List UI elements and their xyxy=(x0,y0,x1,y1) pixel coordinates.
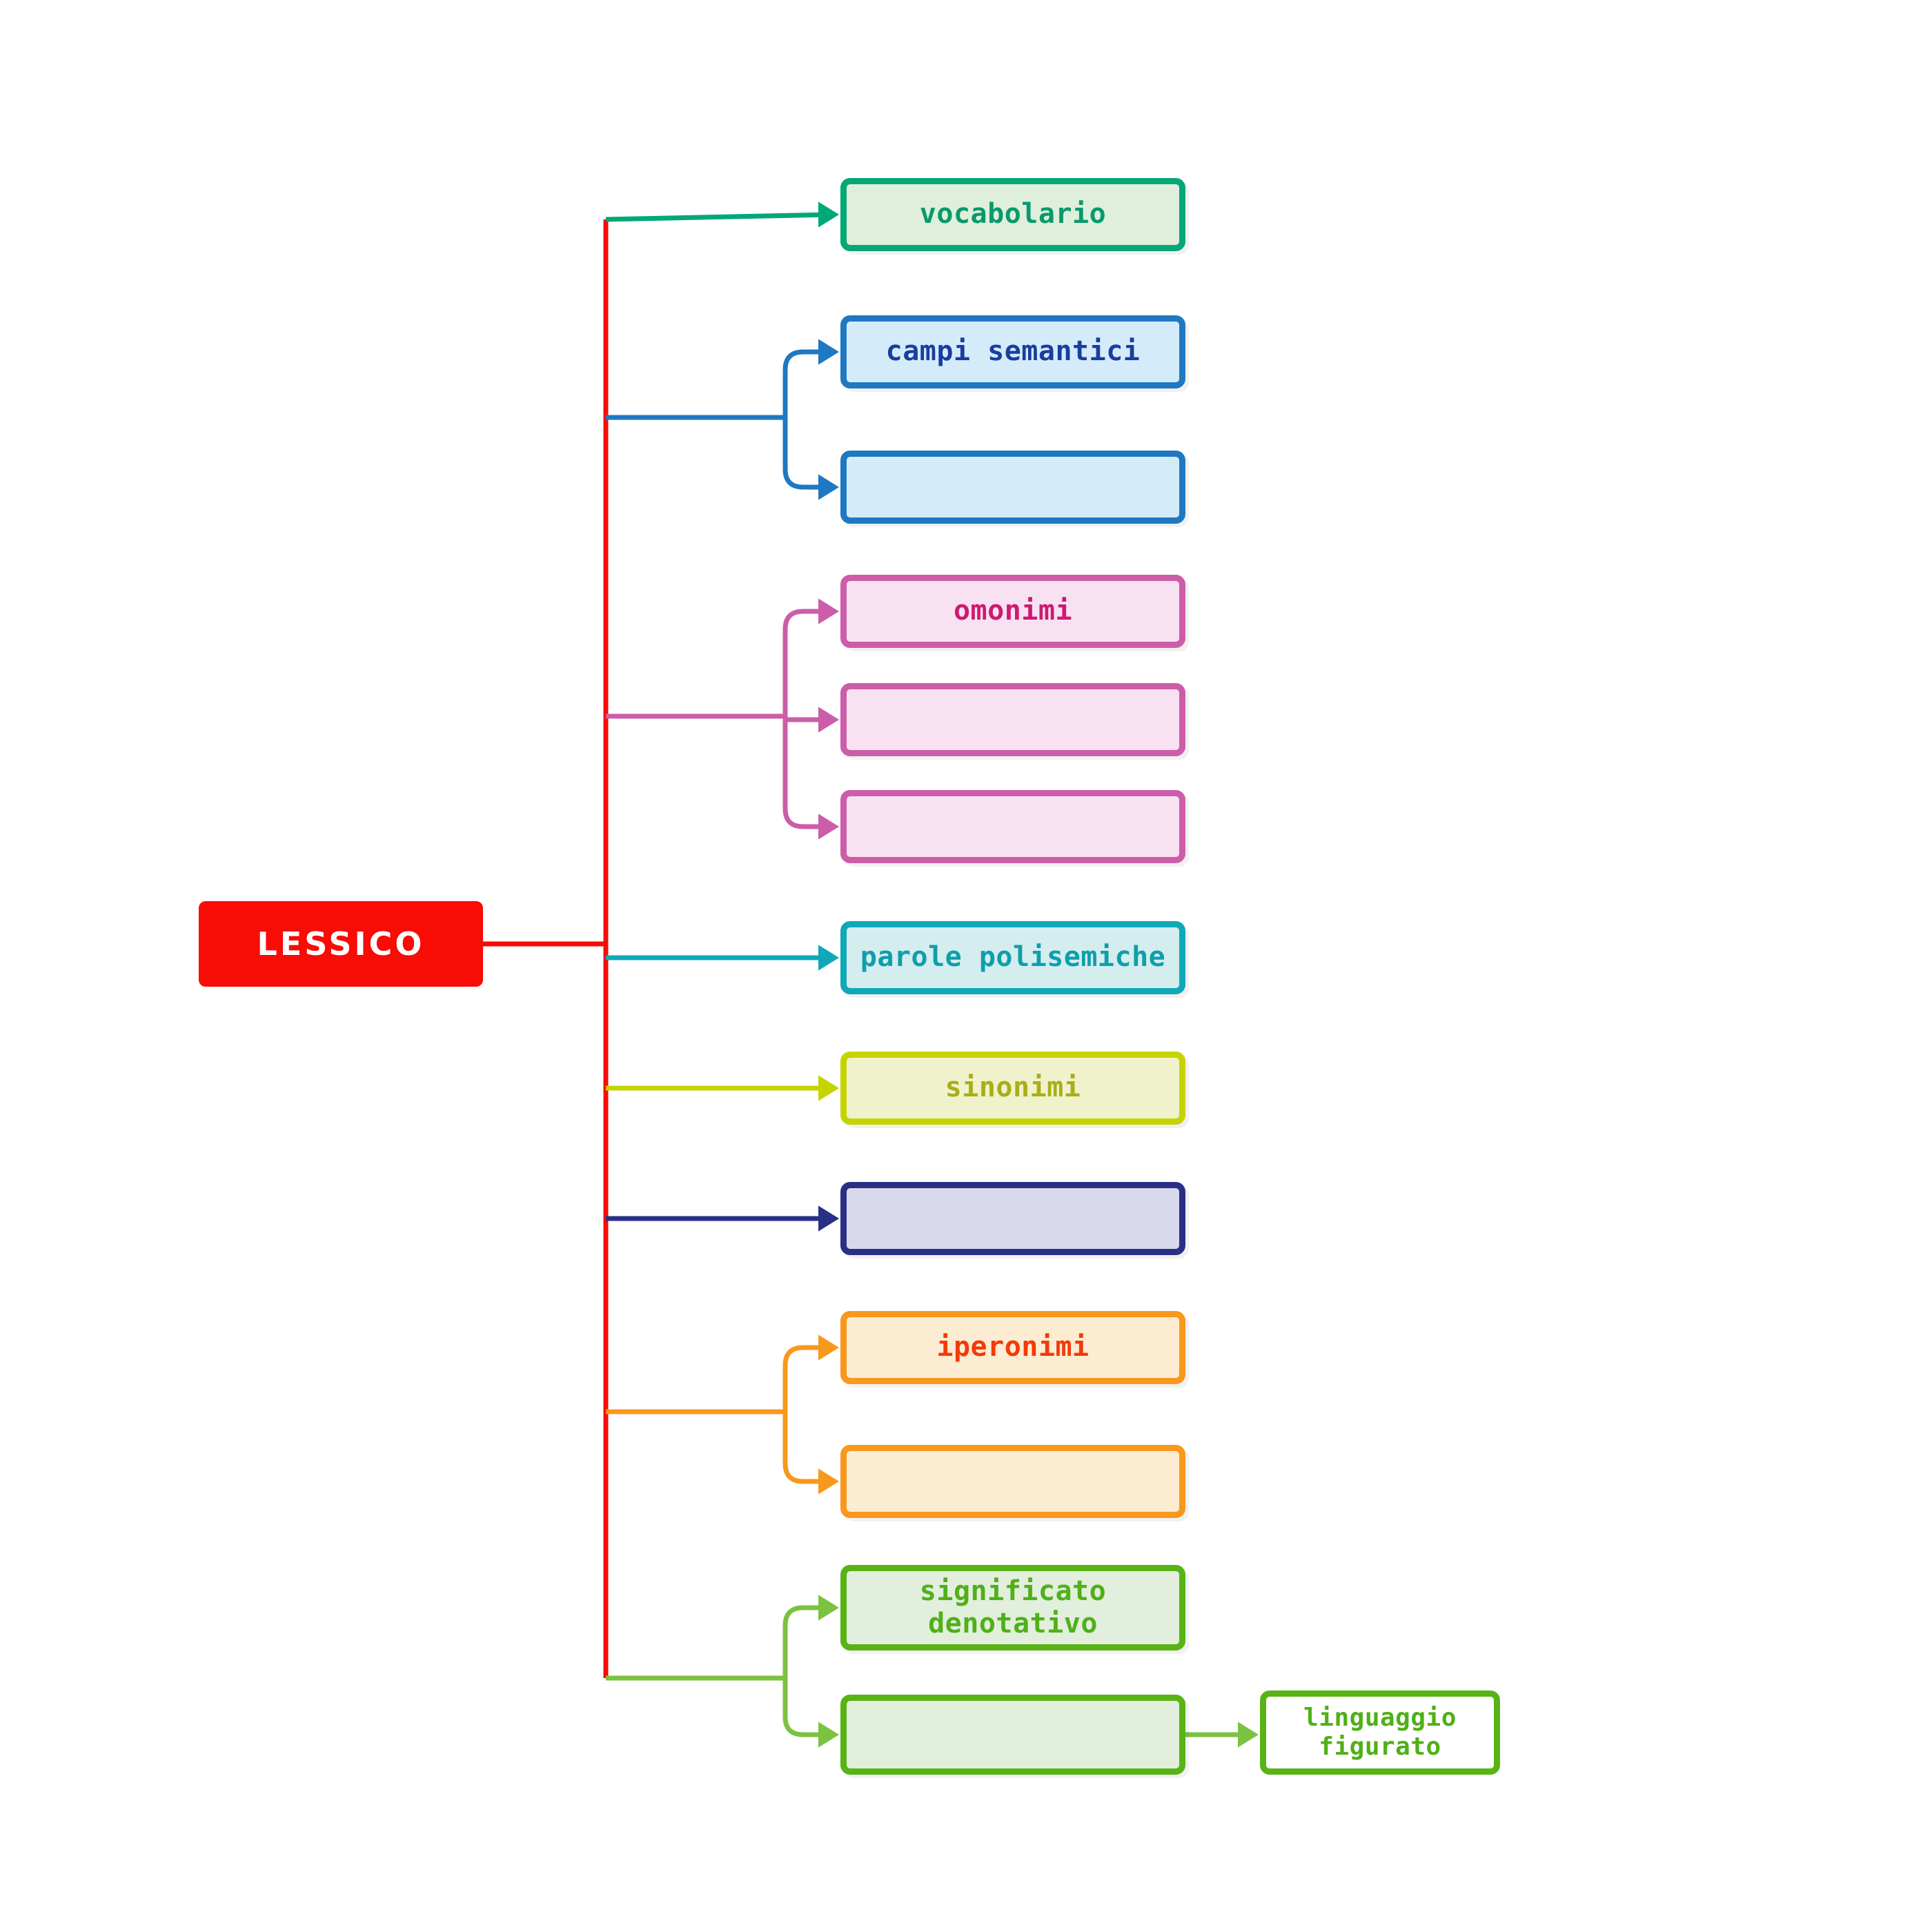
arrow-sinonimi-0 xyxy=(818,1075,839,1101)
branch-line-significato-denotativo-0 xyxy=(782,1605,831,1678)
node-campi-semantici[interactable]: campi semantici xyxy=(840,315,1185,388)
arrow-omonimi-0 xyxy=(818,598,839,624)
arrow-vocabolario-0 xyxy=(818,201,839,228)
arrow-campi-semantici-1 xyxy=(818,474,839,500)
branch-line-campi-semantici-1 xyxy=(782,417,831,490)
arrow-parole-polisemiche-0 xyxy=(818,945,839,971)
arrow-iperonimi-1 xyxy=(818,1468,839,1495)
node-omonimi[interactable]: omonimi xyxy=(840,575,1185,648)
arrow-navy-empty-0 xyxy=(818,1205,839,1232)
node-significato-denotativo[interactable]: significato denotativo xyxy=(840,1565,1185,1650)
arrow-significato-denotativo-0 xyxy=(818,1595,839,1621)
arrow-linguaggio-figurato xyxy=(1238,1722,1259,1748)
node-linguaggio-figurato[interactable]: linguaggio figurato xyxy=(1260,1690,1500,1775)
root-node-lessico[interactable]: LESSICO xyxy=(199,901,483,987)
node-vocabolario[interactable]: vocabolario xyxy=(840,178,1185,251)
node-omonimi-empty-1[interactable] xyxy=(840,683,1185,756)
node-sinonimi[interactable]: sinonimi xyxy=(840,1052,1185,1125)
node-navy-empty-empty-0[interactable] xyxy=(840,1182,1185,1255)
node-parole-polisemiche[interactable]: parole polisemiche xyxy=(840,921,1185,994)
branch-line-vocabolario xyxy=(605,212,831,222)
node-significato-denotativo-empty-1[interactable] xyxy=(840,1695,1185,1775)
node-iperonimi-empty-1[interactable] xyxy=(840,1445,1185,1518)
node-campi-semantici-empty-1[interactable] xyxy=(840,451,1185,524)
arrow-omonimi-1 xyxy=(818,707,839,733)
arrow-campi-semantici-0 xyxy=(818,339,839,365)
arrow-omonimi-2 xyxy=(818,814,839,840)
branch-line-iperonimi-1 xyxy=(782,1412,831,1484)
node-omonimi-empty-2[interactable] xyxy=(840,790,1185,863)
arrow-iperonimi-0 xyxy=(818,1334,839,1361)
node-iperonimi[interactable]: iperonimi xyxy=(840,1311,1185,1384)
branch-line-omonimi-2 xyxy=(782,716,831,829)
branch-line-significato-denotativo-1 xyxy=(782,1678,831,1737)
branch-line-omonimi-0 xyxy=(782,609,831,716)
branch-line-campi-semantici-0 xyxy=(782,349,831,417)
arrow-significato-denotativo-1 xyxy=(818,1722,839,1748)
branch-line-iperonimi-0 xyxy=(782,1345,831,1412)
